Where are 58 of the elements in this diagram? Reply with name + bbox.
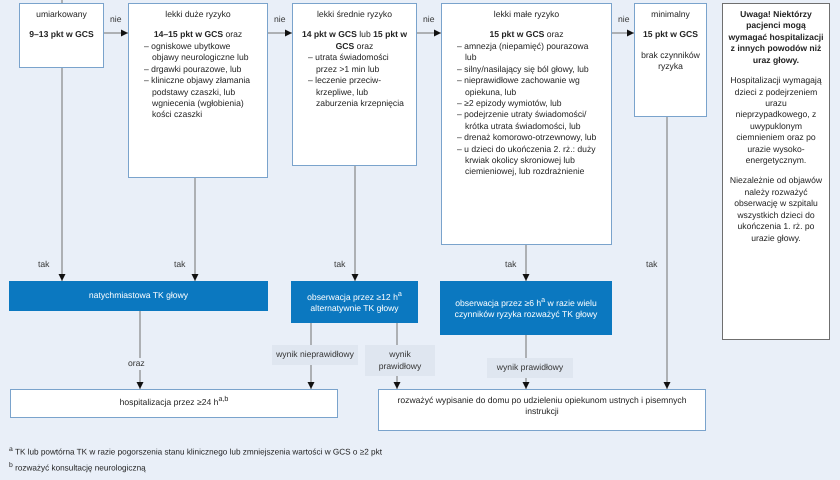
action-box [9, 281, 268, 311]
criteria-box [10, 389, 338, 418]
list-item: – utrata świadomości przez >1 min lub [307, 52, 390, 76]
list-item: – drenaż komorowo-otrzewnowy, lub [456, 132, 598, 144]
action-box [291, 281, 418, 323]
criteria-box [378, 389, 706, 431]
box-text: umiarkowany [35, 9, 88, 20]
arrow [416, 30, 442, 36]
arrow [104, 30, 128, 36]
arrow [522, 244, 530, 282]
box-text: Hospitalizacji wymagają dzieci z podejrzeniem urazu nieprzypadkowego, z uwypuklonym ciemnieniem oraz po urazie wysoko-energetycznym. [729, 75, 823, 166]
arrow [58, 68, 66, 282]
list-item: – amnezja (niepamięć) pourazowa lub [456, 40, 590, 64]
list-item: – leczenie przeciw-krzepliwe, lub zaburzenia krzepnięcia [307, 75, 405, 110]
list-item: – kliniczne objawy złamania podstawy czaszki, lub wgniecenia (wgłobienia) kości czaszki [143, 75, 252, 121]
box-text: 14 pkt w GCS lub 15 pkt w GCS oraz [300, 29, 408, 52]
footnote: $^{b}$ rozważyć konsultację neurologiczną [9, 462, 146, 473]
arrow [612, 30, 634, 36]
edge-label: wynik prawidłowy [365, 345, 435, 376]
criteria-box [19, 3, 104, 68]
box-text: minimalny [650, 9, 691, 20]
list-item: – nieprawidłowe zachowanie wg opiekuna, lub [456, 75, 581, 98]
box-text: 15 pkt w GCS [642, 29, 699, 41]
list-item: – drgawki pourazowe, lub [143, 64, 242, 76]
list-item: – silny/nasilający się ból głowy, lub [456, 64, 590, 76]
arrow [136, 310, 144, 390]
box-text: lekki małe ryzyko [492, 9, 560, 20]
box-text: obserwacja przez ≥6 h$^{a}$ w razie wielu czynników ryzyka rozważyć TK głowy [454, 296, 598, 320]
criteria-box [128, 3, 268, 178]
box-text: natychmiastowa TK głowy [88, 290, 190, 302]
criteria-box [292, 3, 417, 166]
box-text: hospitalizacja przez ≥24 h$^{a,b}$ [118, 395, 230, 408]
criteria-box [441, 3, 612, 245]
list-item: – ogniskowe ubytkowe objawy neurologiczne lub [143, 40, 250, 64]
edge-label: oraz [126, 358, 147, 370]
list-item: – u dzieci do ukończenia 2. rż.: duży krwiak okolicy skroniowej lub ciemieniowej, lub rozdrażnienie [456, 144, 597, 178]
box-text: rozważyć wypisanie do domu po udzieleniu opiekunom ustnych i pisemnych instrukcji [396, 395, 688, 418]
box-text: obserwacja przez ≥12 h$^{a}$ alternatywnie TK głowy [306, 290, 403, 314]
box-text: 15 pkt w GCS oraz [488, 29, 565, 41]
box-text: lekki duże ryzyko [164, 9, 232, 20]
list-item: – ≥2 epizody wymiotów, lub [456, 98, 563, 110]
arrow [664, 116, 670, 390]
arrow [352, 166, 358, 282]
box-text: Niezależnie od objawów należy rozważyć obserwację w szpitalu wszystkich dzieci do ukończenia 1. rż. po urazie głowy. [728, 175, 824, 244]
footnote: $^{a}$ TK lub powtórna TK w razie pogorszenia stanu klinicznego lub zmniejszenia wartości w GCS o ≥2 pkt [9, 446, 382, 457]
arrow [268, 30, 292, 36]
box-text: brak czynników ryzyka [640, 50, 701, 73]
arrow [192, 178, 198, 282]
action-box [440, 281, 612, 335]
box-text: 9–13 pkt w GCS [28, 29, 95, 41]
box-text: lekki średnie ryzyko [316, 9, 393, 20]
note-box [722, 3, 830, 340]
edge-label: wynik prawidłowy [487, 358, 573, 378]
criteria-box [634, 3, 707, 117]
edge-label: wynik nieprawidłowy [272, 345, 358, 365]
box-text: Uwaga! Niektórzy pacjenci mogą wymagać hospitalizacji z innych powodów niż uraz głowy. [728, 9, 824, 66]
list-item: – podejrzenie utraty świadomości/ krótka utrata świadomości, lub [456, 109, 588, 132]
box-text: 14–15 pkt w GCS oraz [152, 29, 244, 41]
